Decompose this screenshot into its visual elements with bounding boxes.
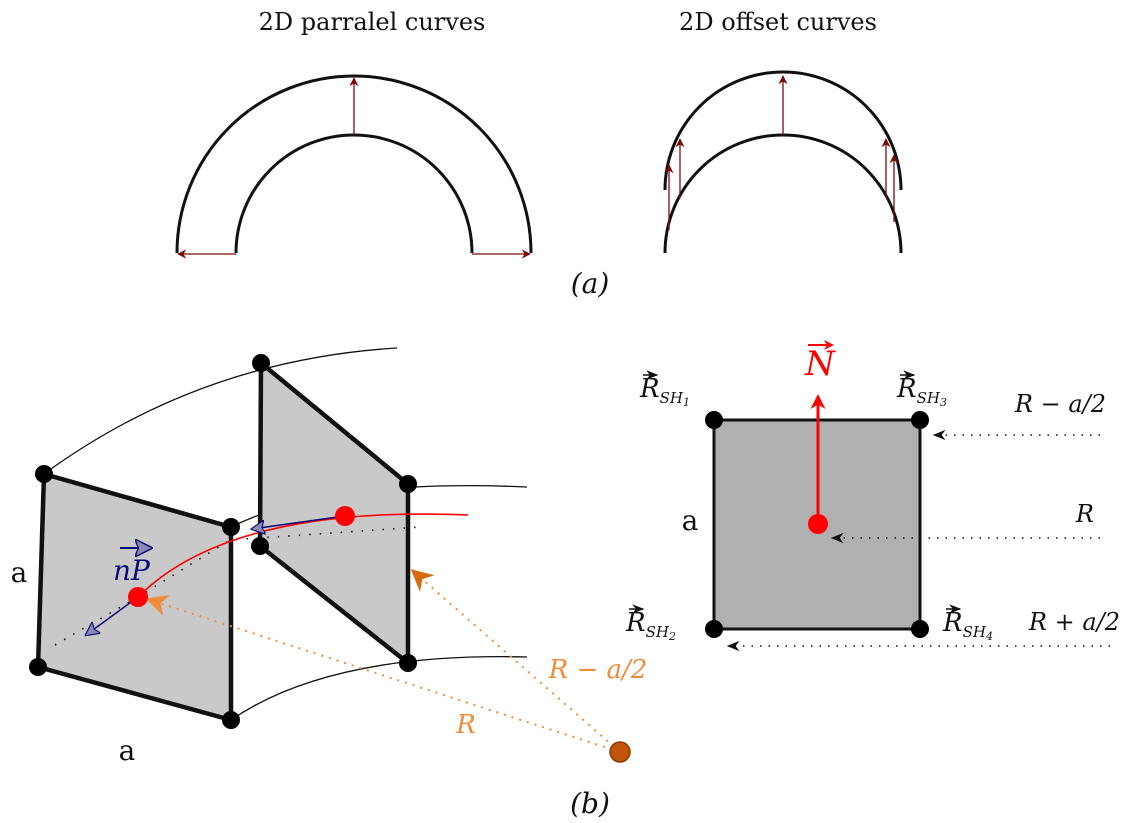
- normal-vector-text: nP: [113, 554, 151, 587]
- dist-label-top: R − a/2: [1014, 390, 1106, 418]
- corner-letter: R: [942, 608, 963, 638]
- inner-radius-line: [410, 569, 621, 753]
- square-side-label: a: [682, 504, 699, 537]
- vertices: [29, 354, 417, 729]
- panel-a: 2D parralel curves 2D offset curves (a): [175, 8, 903, 300]
- corner-sh3: [911, 411, 929, 429]
- vertex: [29, 658, 47, 676]
- corner-sub-base: SH: [963, 623, 987, 641]
- vertex: [252, 354, 270, 372]
- normal-N-text: N: [804, 344, 836, 384]
- vertex: [251, 537, 269, 555]
- corner-label-sh4: RSH4: [942, 604, 993, 643]
- guide-arc-bottom: [230, 656, 528, 721]
- base-arc: [663, 133, 903, 254]
- normal-vector-back: [252, 515, 346, 529]
- corner-letter: R: [639, 374, 660, 404]
- corner-sh1: [705, 411, 723, 429]
- parallel-curves: [175, 74, 533, 259]
- vertex: [222, 518, 240, 536]
- offset-arc: [663, 70, 903, 191]
- square-center-point: [808, 514, 828, 534]
- dist-label-middle: R: [1075, 500, 1094, 528]
- vertex: [399, 475, 417, 493]
- origin-point: [609, 741, 631, 763]
- corner-letter: R: [896, 374, 917, 404]
- svg-text:RSH3: RSH3: [896, 374, 947, 409]
- label-b: (b): [570, 787, 610, 820]
- outer-arc: [175, 74, 533, 254]
- panel-b-3d: a a nP R R − a/2 (b): [11, 347, 648, 820]
- svg-text:RSH1: RSH1: [639, 374, 690, 409]
- normal-N-label: N: [804, 340, 836, 384]
- vertex: [35, 465, 53, 483]
- side-label-bottom: a: [119, 734, 136, 767]
- back-face: [257, 360, 411, 666]
- corner-index: 1: [683, 396, 690, 409]
- label-a: (a): [571, 267, 610, 300]
- corner-sub-base: SH: [917, 389, 941, 407]
- title-offset-curves: 2D offset curves: [679, 8, 877, 36]
- corner-letter: R: [625, 608, 646, 638]
- normal-vector-front: [86, 596, 139, 635]
- panel-b-square: N RSH1 RSH3 RSH2 RSH4 a R − a/2: [625, 340, 1120, 652]
- side-label-left: a: [11, 556, 28, 589]
- corner-sh4: [911, 620, 929, 638]
- center-point-front: [128, 587, 148, 607]
- inner-radius-label: R − a/2: [548, 655, 648, 685]
- corner-index: 3: [940, 396, 947, 409]
- corner-label-sh2: RSH2: [625, 604, 676, 643]
- normal-vector-label: nP: [113, 548, 151, 587]
- guide-arc-top: [43, 347, 398, 475]
- svg-text:RSH2: RSH2: [625, 608, 676, 643]
- corner-sub-base: SH: [646, 623, 670, 641]
- corner-sub-base: SH: [660, 389, 684, 407]
- center-point-back: [335, 506, 355, 526]
- offset-curves: [663, 70, 903, 254]
- dist-label-bottom: R + a/2: [1028, 608, 1120, 636]
- vertex: [399, 654, 417, 672]
- corner-label-sh1: RSH1: [639, 370, 690, 409]
- svg-text:RSH4: RSH4: [942, 608, 993, 643]
- corner-label-sh3: RSH3: [896, 370, 947, 409]
- corner-index: 2: [668, 630, 676, 643]
- radius-label: R: [455, 710, 476, 740]
- corner-index: 4: [985, 630, 993, 643]
- corner-sh2: [705, 620, 723, 638]
- inner-arc: [234, 133, 474, 254]
- red-trajectory: [137, 513, 469, 598]
- vertex: [222, 711, 240, 729]
- title-parallel-curves: 2D parralel curves: [259, 8, 486, 36]
